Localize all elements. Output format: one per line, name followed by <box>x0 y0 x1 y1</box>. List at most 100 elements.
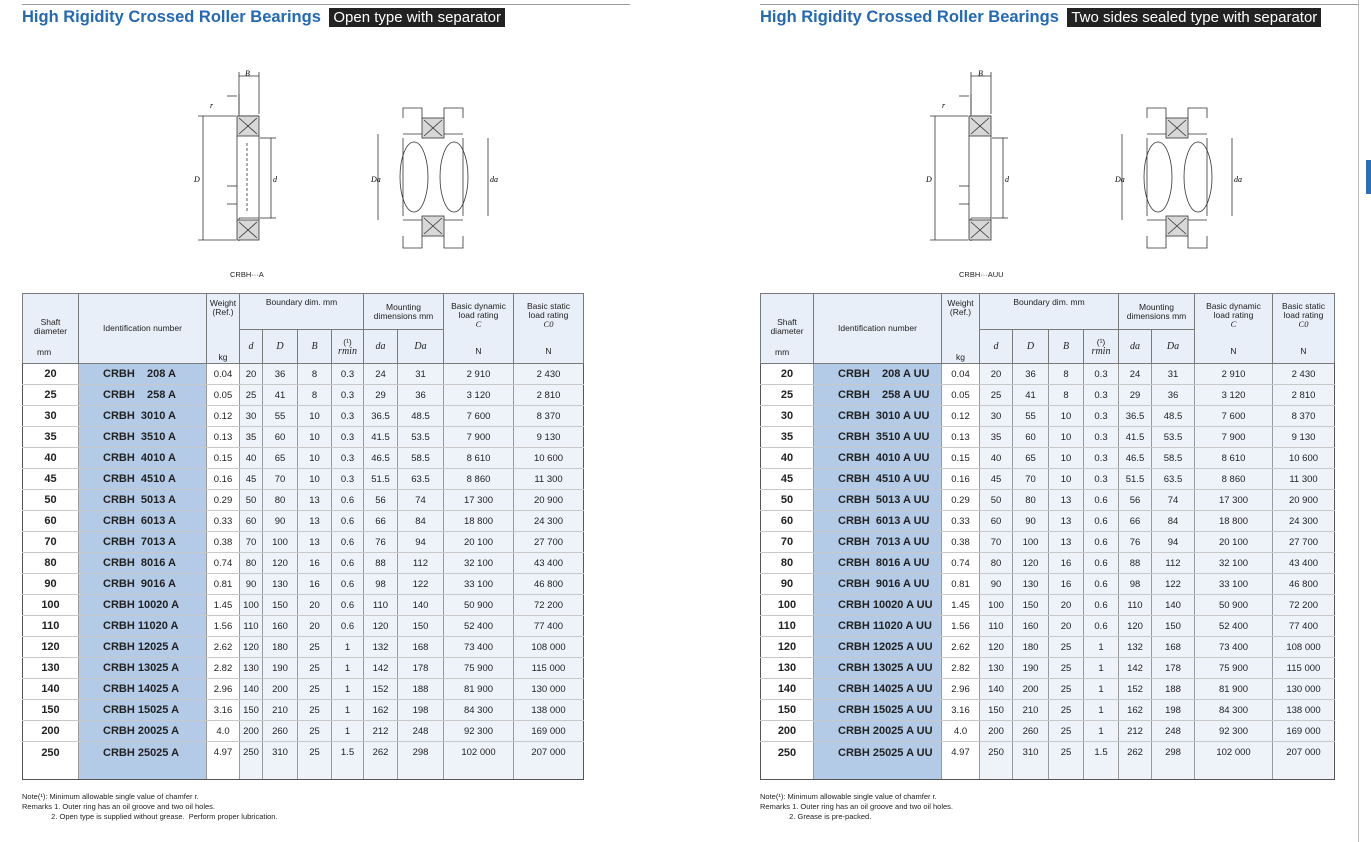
dynamic-load-cell: 7 900 <box>443 426 514 448</box>
D-cell: 120 <box>262 552 298 574</box>
static-load-cell: 130 000 <box>1272 678 1335 700</box>
Da-cell: 36 <box>1151 384 1195 406</box>
d-cell: 90 <box>239 573 263 595</box>
note-line: Remarks 1. Outer ring has an oil groove … <box>760 802 954 811</box>
header-r-text: rmin <box>1091 345 1111 357</box>
ident-cell: CRBH 258 A UU <box>813 384 942 406</box>
D-cell: 150 <box>262 594 298 616</box>
r-cell: 0.3 <box>1083 405 1119 427</box>
static-load-cell: 43 400 <box>1272 552 1335 574</box>
dynamic-load-cell: 81 900 <box>443 678 514 700</box>
r-cell: 0.3 <box>331 426 364 448</box>
r-cell: 0.6 <box>331 615 364 637</box>
label-d: d <box>1005 175 1010 184</box>
dynamic-load-cell: 7 600 <box>443 405 514 427</box>
r-cell: 0.3 <box>331 363 364 385</box>
da-cell: 162 <box>363 699 398 721</box>
r-cell: 0.6 <box>1083 489 1119 511</box>
D-cell: 160 <box>262 615 298 637</box>
static-load-cell: 10 600 <box>1272 447 1335 469</box>
B-cell: 25 <box>1048 678 1084 700</box>
Da-cell: 150 <box>397 615 444 637</box>
notes: Note(¹): Minimum allowable single value … <box>760 792 953 822</box>
da-cell: 152 <box>363 678 398 700</box>
ident-cell: CRBH 14025 A <box>78 678 207 700</box>
weight-cell: 1.56 <box>206 615 240 637</box>
ident-cell: CRBH 5013 A UU <box>813 489 942 511</box>
D-cell: 41 <box>262 384 298 406</box>
D-cell: 130 <box>262 573 298 595</box>
shaft-cell: 140 <box>22 678 79 700</box>
da-cell: 76 <box>1118 531 1152 553</box>
Da-cell: 36 <box>397 384 444 406</box>
header-r-note: (¹) <box>1096 336 1106 347</box>
r-cell: 1 <box>1083 678 1119 700</box>
Da-cell: 188 <box>397 678 444 700</box>
static-load-cell: 169 000 <box>513 720 584 742</box>
weight-cell: 1.45 <box>941 594 980 616</box>
label-r: r <box>942 101 946 110</box>
ident-cell: CRBH 6013 A <box>78 510 207 532</box>
static-load-cell: 11 300 <box>1272 468 1335 490</box>
B-cell: 13 <box>297 510 332 532</box>
shaft-cell: 45 <box>760 468 814 490</box>
weight-cell: 0.15 <box>206 447 240 469</box>
shaft-cell: 20 <box>760 363 814 385</box>
header-B: B <box>1048 329 1084 364</box>
r-cell: 0.6 <box>331 594 364 616</box>
B-cell: 10 <box>1048 447 1084 469</box>
shaft-cell: 70 <box>22 531 79 553</box>
da-cell: 46.5 <box>363 447 398 469</box>
weight-cell: 0.38 <box>206 531 240 553</box>
r-cell: 0.3 <box>1083 468 1119 490</box>
static-load-cell: 108 000 <box>513 636 584 658</box>
ident-cell: CRBH 208 A UU <box>813 363 942 385</box>
Da-cell: 178 <box>397 657 444 679</box>
shaft-cell: 130 <box>760 657 814 679</box>
da-cell: 66 <box>1118 510 1152 532</box>
header-boundary: Boundary dim. mm <box>239 293 364 330</box>
header-shaft-text: Shaft diameter <box>33 317 68 336</box>
D-cell: 60 <box>262 426 298 448</box>
Da-cell: 150 <box>1151 615 1195 637</box>
B-cell: 10 <box>297 426 332 448</box>
r-cell: 1 <box>1083 699 1119 721</box>
da-cell: 120 <box>363 615 398 637</box>
shaft-cell: 50 <box>22 489 79 511</box>
D-cell: 100 <box>262 531 298 553</box>
Da-cell: 63.5 <box>397 468 444 490</box>
d-cell: 80 <box>979 552 1013 574</box>
static-load-cell: 115 000 <box>1272 657 1335 679</box>
static-load-cell: 24 300 <box>1272 510 1335 532</box>
header-dynamic-text: Basic dynamic load rating <box>451 300 506 320</box>
da-cell: 142 <box>363 657 398 679</box>
d-cell: 35 <box>979 426 1013 448</box>
d-cell: 70 <box>239 531 263 553</box>
r-cell: 1 <box>331 678 364 700</box>
r-cell: 0.3 <box>1083 363 1119 385</box>
ident-cell: CRBH 20025 A UU <box>813 720 942 742</box>
dynamic-load-cell: 102 000 <box>443 741 514 780</box>
ident-cell: CRBH 15025 A UU <box>813 699 942 721</box>
header-r-note: (¹) <box>343 336 352 347</box>
shaft-cell: 200 <box>760 720 814 742</box>
section-header: High Rigidity Crossed Roller Bearings Tw… <box>760 8 1322 28</box>
header-B: B <box>297 329 332 364</box>
weight-cell: 3.16 <box>941 699 980 721</box>
da-cell: 262 <box>363 741 398 780</box>
static-load-cell: 207 000 <box>513 741 584 780</box>
header-D: D <box>262 329 298 364</box>
